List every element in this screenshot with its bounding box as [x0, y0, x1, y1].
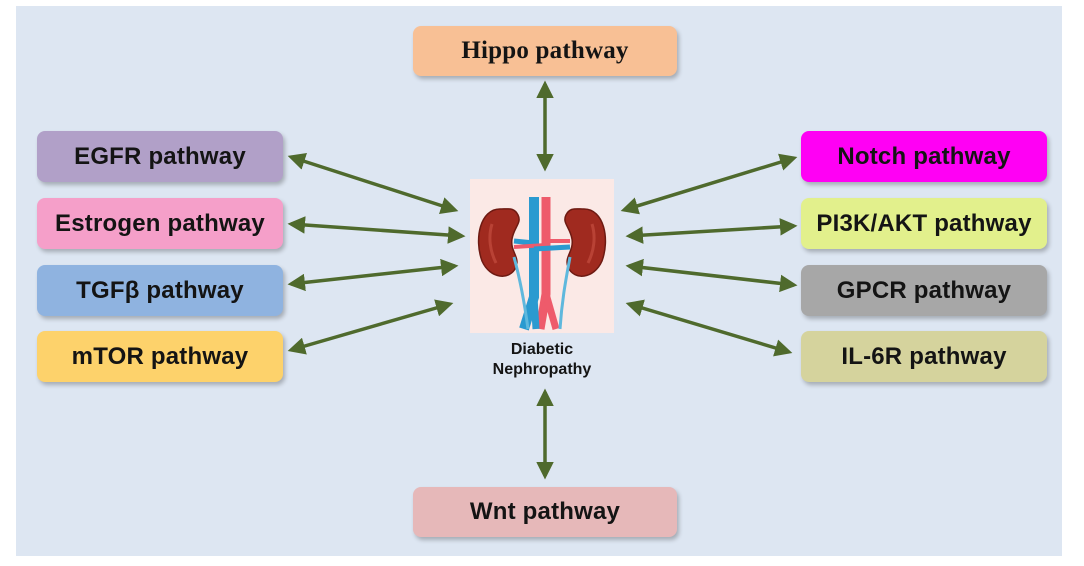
arrow-tgfb — [287, 258, 459, 292]
kidney-illustration — [470, 179, 614, 333]
kidney-icon — [477, 197, 607, 331]
center-label-line1: Diabetic — [510, 341, 574, 358]
arrow-gpcr — [625, 258, 798, 293]
il6r-pathway-node: IL-6R pathway — [801, 331, 1047, 382]
mtor-pathway-node: mTOR pathway — [37, 331, 283, 382]
wnt-pathway-node: Wnt pathway — [413, 487, 677, 537]
pi3k-akt-pathway-node: PI3K/AKT pathway — [801, 198, 1047, 249]
center-label: Diabetic Nephropathy — [470, 340, 614, 380]
arrow-notch — [620, 153, 798, 215]
center-label-line2: Nephropathy — [492, 361, 592, 378]
gpcr-pathway-node: GPCR pathway — [801, 265, 1047, 316]
arrow-pi3k — [625, 218, 798, 244]
arrow-mtor — [287, 299, 454, 355]
egfr-pathway-node: EGFR pathway — [37, 131, 283, 182]
notch-pathway-node: Notch pathway — [801, 131, 1047, 182]
arrow-estrogen — [287, 216, 466, 244]
estrogen-pathway-node: Estrogen pathway — [37, 198, 283, 249]
hippo-pathway-node: Hippo pathway — [413, 26, 677, 76]
arrow-il6r — [625, 299, 793, 357]
tgfb-pathway-node: TGFβ pathway — [37, 265, 283, 316]
arrow-egfr — [287, 152, 459, 215]
